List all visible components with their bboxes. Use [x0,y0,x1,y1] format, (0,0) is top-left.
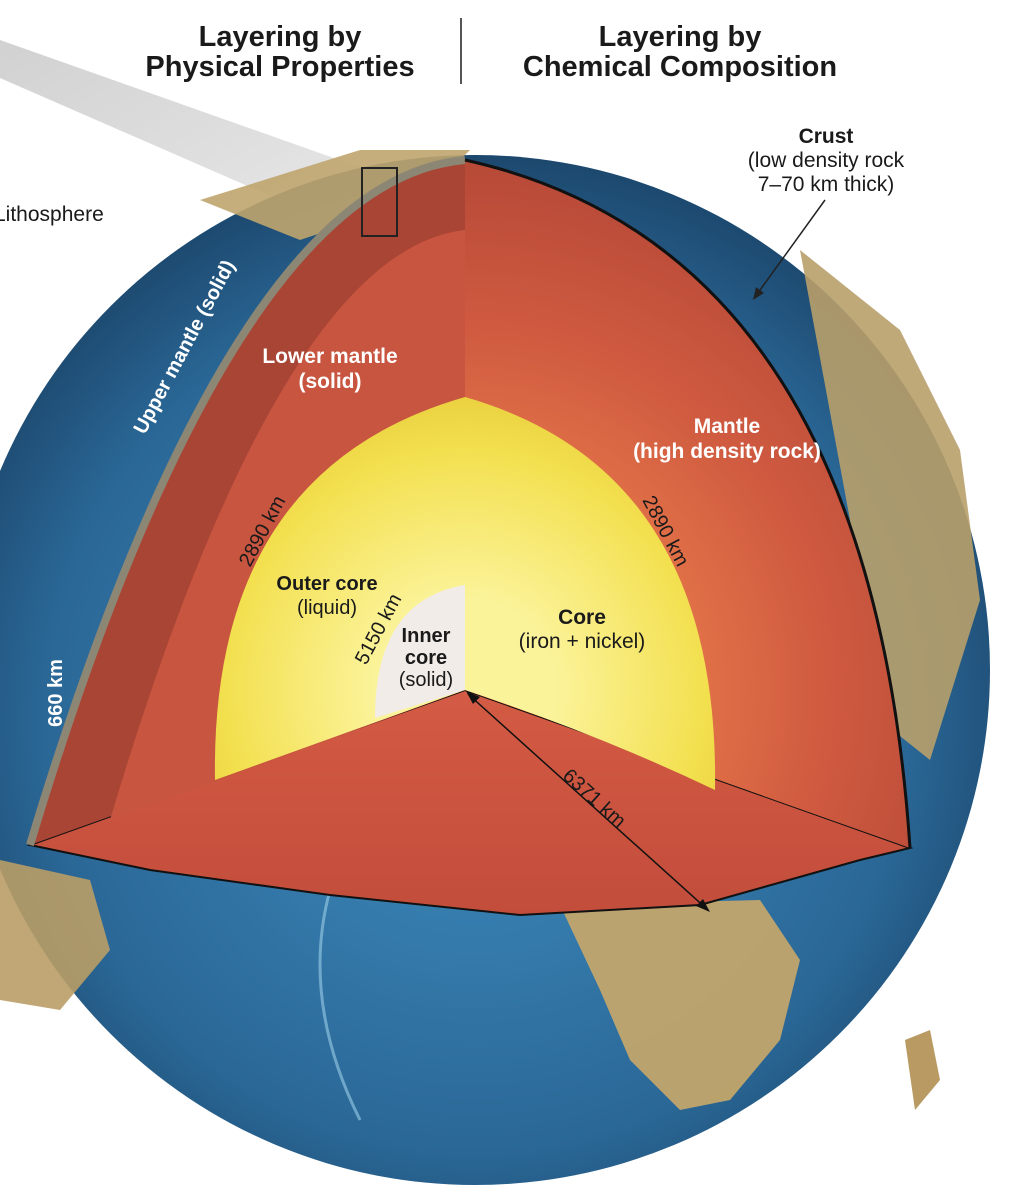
core-line1: Core [558,606,606,629]
header-physical: Layering by Physical Properties [120,22,440,82]
crust-line1: Crust [799,125,854,148]
radius-arrowhead-start [466,691,480,704]
ridge-line [318,889,362,1121]
header-physical-line1: Layering by [198,21,362,53]
header-divider [460,18,462,84]
land-africa [560,900,800,1110]
radius-arrowhead-end [696,899,710,912]
outer-core-line1: Outer core [276,573,377,595]
header-chemical: Layering by Chemical Composition [505,22,855,82]
radius-arrow [467,693,709,911]
inner-core [375,585,465,718]
crust-line3: 7–70 km thick) [758,173,895,196]
land-north [200,150,470,240]
lithosphere-label: Lithosphere [0,203,104,226]
crust-pointer-head [753,287,764,300]
inner-core-line2: core [405,647,447,669]
inner-core-line3: (solid) [399,669,453,691]
core-line2: (iron + nickel) [519,630,646,653]
right-crust-edge [464,158,912,849]
header-chemical-line2: Chemical Composition [522,51,838,83]
inner-core-line1: Inner [402,625,451,647]
mantle-line1: Mantle [694,415,761,438]
header-physical-line2: Physical Properties [145,51,415,83]
land-madagascar [905,1030,940,1110]
lower-mantle-line1: Lower mantle [262,345,397,368]
land-east [800,250,980,760]
outer-core-line2: (liquid) [297,597,357,619]
mantle-line2: (high density rock) [633,440,821,463]
header-chemical-line1: Layering by [598,21,762,53]
crust-line2: (low density rock [748,149,905,172]
depth-660-label: 660 km [45,659,67,727]
lithosphere-zoom-box [361,167,398,237]
crust-pointer [754,199,826,298]
lower-mantle-line2: (solid) [299,370,362,393]
land-south-america [0,860,110,1010]
